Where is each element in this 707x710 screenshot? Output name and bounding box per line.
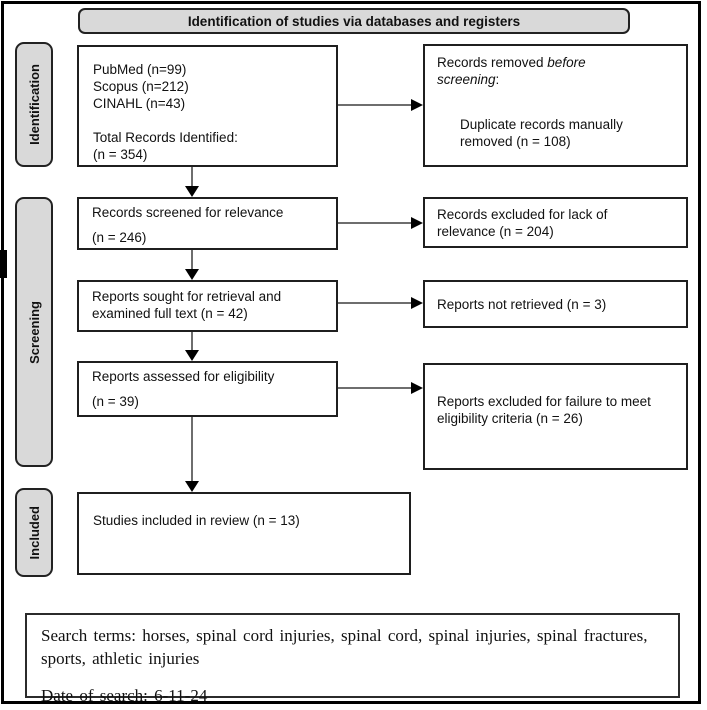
reports-assessed-count: (n = 39): [92, 394, 139, 409]
stage-label-included-text: Included: [26, 505, 42, 560]
records-removed-italic: before screening: [437, 55, 586, 87]
records-removed-colon: :: [495, 72, 500, 87]
stage-label-identification: Identification: [15, 42, 53, 167]
duplicates-removed-text: Duplicate records manually removed (n = …: [460, 117, 623, 149]
arrow-down-icon: [185, 481, 199, 492]
blank-line: [93, 112, 326, 129]
arrow-down-icon: [185, 350, 199, 361]
search-terms-box: Search terms: horses, spinal cord injuri…: [25, 613, 680, 705]
arrow-right-icon: [411, 297, 423, 309]
box-records-identified: PubMed (n=99) Scopus (n=212) CINAHL (n=4…: [77, 45, 338, 167]
excluded-relevance-text: Records excluded for lack of relevance (…: [437, 207, 608, 239]
box-records-removed: Records removed before screening: Duplic…: [423, 44, 688, 167]
records-removed-prefix: Records removed: [437, 55, 548, 70]
arrow-shaft: [338, 104, 414, 106]
diagram-header-label: Identification of studies via databases …: [187, 13, 521, 29]
arrow-shaft: [338, 302, 414, 304]
database-scopus-count: Scopus (n=212): [93, 79, 189, 94]
arrow-identified-to-screened: [185, 167, 199, 197]
arrow-sought-to-assessed: [185, 332, 199, 361]
stage-label-included: Included: [15, 488, 53, 577]
arrow-shaft: [191, 332, 193, 352]
arrow-identified-to-removed: [338, 99, 423, 111]
records-screened-line1: Records screened for relevance: [92, 205, 284, 220]
arrow-shaft: [191, 250, 193, 271]
arrow-shaft: [338, 222, 414, 224]
arrow-shaft: [338, 387, 414, 389]
arrow-assessed-to-included: [185, 417, 199, 492]
box-reports-assessed: Reports assessed for eligibility (n = 39…: [77, 361, 338, 417]
stage-label-screening-text: Screening: [26, 300, 42, 364]
arrow-assessed-to-excluded: [338, 382, 423, 394]
studies-included-text: Studies included in review (n = 13): [93, 513, 300, 528]
box-reports-not-retrieved: Reports not retrieved (n = 3): [423, 280, 688, 328]
database-pubmed-count: PubMed (n=99): [93, 62, 187, 77]
total-records-label: Total Records Identified:: [93, 130, 238, 145]
reports-assessed-line1: Reports assessed for eligibility: [92, 369, 275, 384]
date-of-search-text: Date of search: 6-11-24: [41, 686, 208, 705]
arrow-down-icon: [185, 186, 199, 197]
box-excluded-relevance: Records excluded for lack of relevance (…: [423, 197, 688, 248]
diagram-header: Identification of studies via databases …: [78, 8, 630, 34]
arrow-right-icon: [411, 382, 423, 394]
stage-label-screening: Screening: [15, 197, 53, 467]
reports-sought-text: Reports sought for retrieval and examine…: [92, 289, 282, 321]
left-edge-tick: [0, 250, 7, 278]
box-excluded-eligibility: Reports excluded for failure to meet eli…: [423, 363, 688, 470]
arrow-down-icon: [185, 269, 199, 280]
arrow-screened-to-sought: [185, 250, 199, 280]
records-removed-heading: Records removed before screening:: [437, 54, 627, 88]
reports-not-retrieved-text: Reports not retrieved (n = 3): [437, 296, 607, 312]
records-screened-count: (n = 246): [92, 230, 147, 245]
arrow-shaft: [191, 167, 193, 188]
stage-label-identification-text: Identification: [26, 64, 42, 145]
box-records-screened: Records screened for relevance (n = 246): [77, 197, 338, 250]
arrow-right-icon: [411, 99, 423, 111]
box-reports-sought: Reports sought for retrieval and examine…: [77, 280, 338, 332]
arrow-right-icon: [411, 217, 423, 229]
arrow-shaft: [191, 417, 193, 483]
arrow-screened-to-excluded: [338, 217, 423, 229]
box-studies-included: Studies included in review (n = 13): [77, 492, 411, 575]
excluded-eligibility-text: Reports excluded for failure to meet eli…: [437, 394, 651, 426]
search-terms-text: Search terms: horses, spinal cord injuri…: [41, 626, 648, 668]
total-records-value: (n = 354): [93, 147, 148, 162]
arrow-sought-to-notretrieved: [338, 297, 423, 309]
database-cinahl-count: CINAHL (n=43): [93, 96, 186, 111]
